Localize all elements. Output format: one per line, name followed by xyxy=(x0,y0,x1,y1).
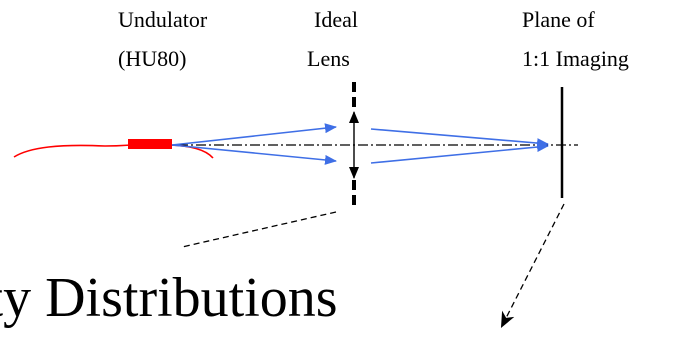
lens-label-line2: Lens xyxy=(307,46,350,71)
lens-leader-line xyxy=(181,211,337,248)
undulator-block xyxy=(128,139,172,149)
undulator-model-label: (HU80) xyxy=(118,46,186,71)
ray-upper-outgoing xyxy=(370,128,549,149)
plane-label-line1: Plane of xyxy=(522,7,595,32)
lens-label-line1: Ideal xyxy=(314,7,358,32)
undulator-label: Undulator xyxy=(118,7,208,32)
plane-leader-arrow xyxy=(500,203,565,329)
plane-label-line2: 1:1 Imaging xyxy=(522,46,629,71)
ray-lower-outgoing xyxy=(370,142,549,164)
caption-text: ity Distributions xyxy=(0,267,338,329)
ray-upper-incoming xyxy=(171,123,337,146)
beam-trajectory xyxy=(13,144,133,158)
ray-lower-incoming xyxy=(171,144,337,165)
